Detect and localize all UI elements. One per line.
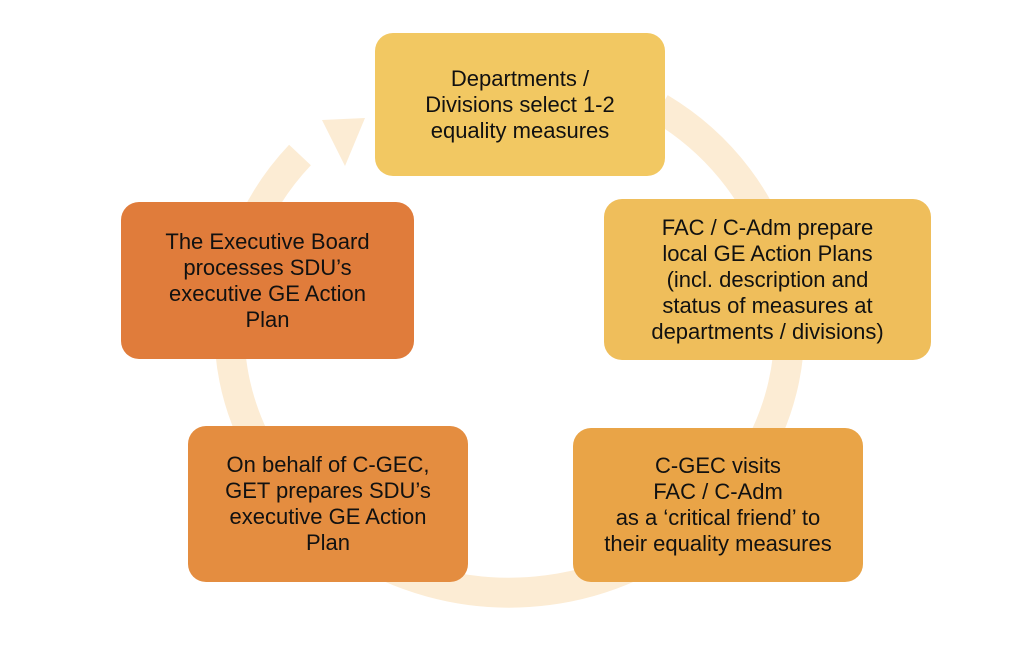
step-get-prepares-plan: On behalf of C-GEC, GET prepares SDU’s e… xyxy=(188,426,468,582)
step-prepare-local-action-plans: FAC / C-Adm prepare local GE Action Plan… xyxy=(604,199,931,360)
step-2-text: FAC / C-Adm prepare local GE Action Plan… xyxy=(651,214,884,344)
step-select-equality-measures: Departments / Divisions select 1-2 equal… xyxy=(375,33,665,176)
step-5-text: The Executive Board processes SDU’s exec… xyxy=(165,228,370,332)
cycle-arrowhead xyxy=(322,118,365,166)
step-3-text: C-GEC visits FAC / C-Adm as a ‘critical … xyxy=(604,453,832,556)
step-1-text: Departments / Divisions select 1-2 equal… xyxy=(425,65,615,143)
step-cgec-visits: C-GEC visits FAC / C-Adm as a ‘critical … xyxy=(573,428,863,582)
step-4-text: On behalf of C-GEC, GET prepares SDU’s e… xyxy=(225,452,431,555)
step-board-processes-plan: The Executive Board processes SDU’s exec… xyxy=(121,202,414,359)
